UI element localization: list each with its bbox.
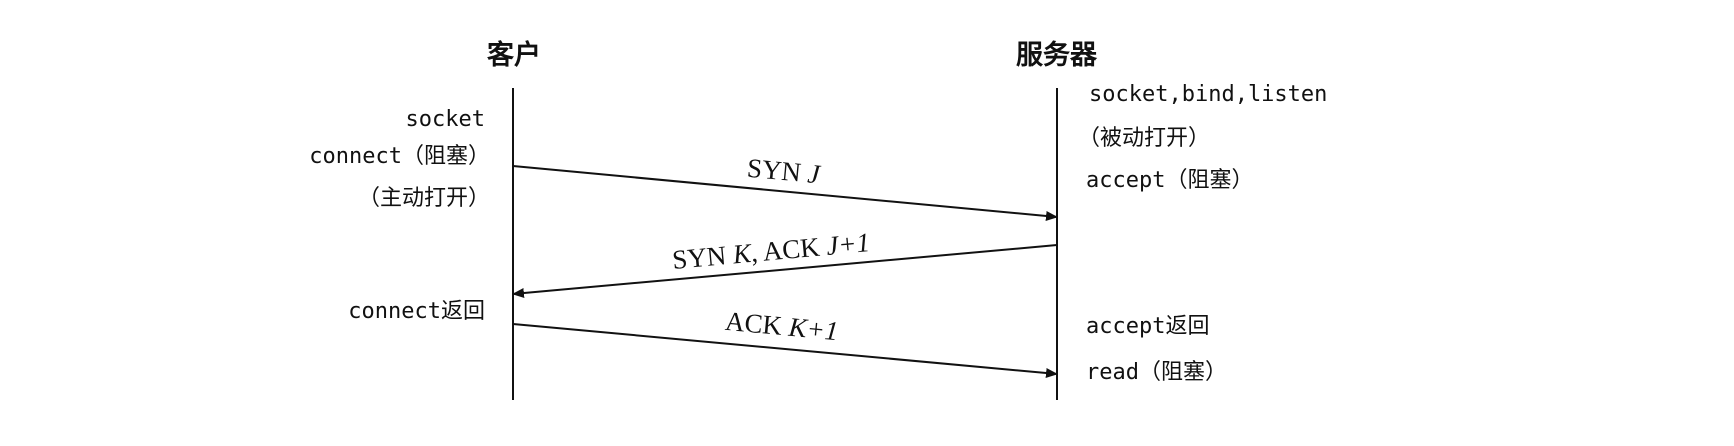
server-note-passive-open: （被动打开）: [1078, 126, 1211, 151]
message-arrow-syn-j: [512, 165, 1058, 221]
client-note-socket: socket: [405, 107, 485, 132]
server-note-accept-blocked: accept（阻塞）: [1086, 168, 1254, 193]
message-label-syn-j: SYN J: [745, 152, 822, 190]
server-note-read-blocked: read（阻塞）: [1086, 360, 1227, 385]
client-note-connect-return: connect返回: [348, 299, 485, 324]
message-arrow-syn-k-ack: [512, 244, 1058, 298]
client-note-active-open: （主动打开）: [357, 186, 490, 211]
server-note-socket-bind-listen: socket,bind,listen: [1089, 82, 1328, 107]
message-arrow-ack-k: [512, 323, 1058, 378]
client-title: 客户: [487, 40, 541, 71]
server-title: 服务器: [1016, 40, 1097, 71]
client-note-connect-blocked: connect（阻塞）: [309, 144, 490, 169]
server-note-accept-return: accept返回: [1086, 314, 1210, 339]
